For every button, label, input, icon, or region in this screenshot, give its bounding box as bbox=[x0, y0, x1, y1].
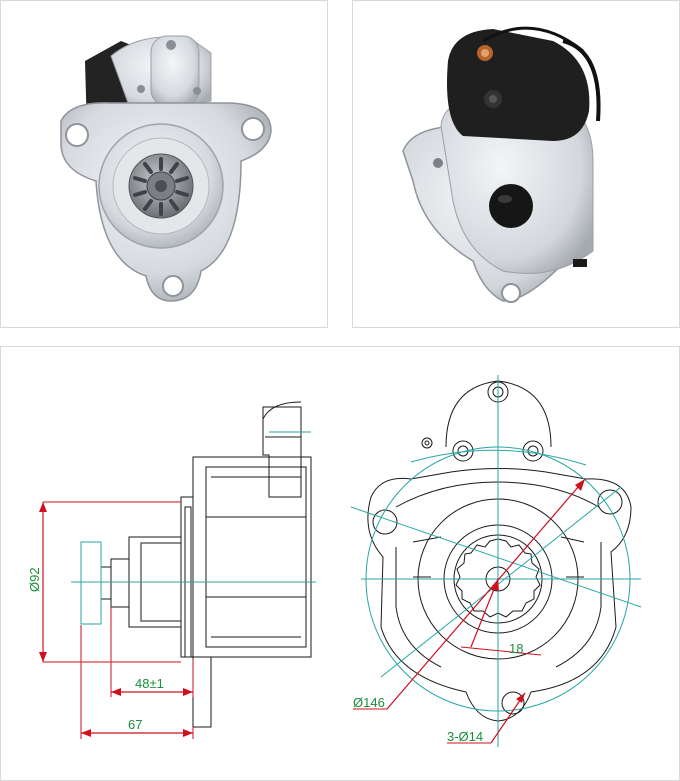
dim-holes: 3-Ø14 bbox=[447, 692, 526, 744]
dim-overall-length-label: 67 bbox=[128, 717, 142, 732]
dimension-drawing-svg: Ø92 48±1 67 bbox=[27, 375, 642, 747]
photo-rear-view bbox=[352, 0, 680, 328]
dim-pinion-label: 18 bbox=[509, 641, 523, 656]
dim-flange-dia-label: Ø92 bbox=[27, 567, 42, 592]
side-view bbox=[80, 401, 312, 728]
dim-bolt-circle-label: Ø146 bbox=[353, 695, 385, 710]
photo-front-view bbox=[0, 0, 328, 328]
dim-pilot-length-label: 48±1 bbox=[135, 676, 164, 691]
dim-bolt-circle: Ø146 bbox=[353, 478, 586, 710]
dim-flange-dia: Ø92 bbox=[27, 501, 181, 663]
dim-holes-label: 3-Ø14 bbox=[447, 729, 483, 744]
front-center-lines bbox=[350, 375, 642, 747]
front-view bbox=[367, 380, 632, 722]
dim-overall-length: 67 bbox=[80, 625, 194, 739]
technical-drawing: Ø92 48±1 67 bbox=[0, 346, 680, 781]
dim-pilot-length: 48±1 bbox=[110, 607, 194, 697]
starter-rear-image bbox=[402, 26, 601, 303]
starter-front-image bbox=[60, 35, 272, 302]
